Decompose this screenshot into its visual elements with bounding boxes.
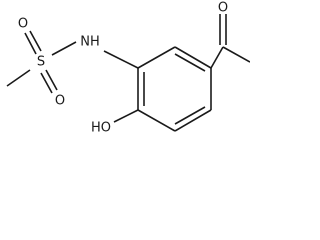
chemical-structure: O S O NH HO O: [6, 1, 250, 136]
bond-sulfur-oxygen-lower-a: [40, 72, 53, 94]
bonds: [6, 14, 250, 132]
bond-ring-nitrogen: [103, 50, 139, 69]
bond-sulfur-oxygen-lower-b: [45, 69, 58, 91]
bond-sulfur-oxygen-upper-b: [29, 30, 42, 52]
ring-bond-c3-c4: [174, 109, 212, 132]
sulfur-label: S: [37, 55, 45, 70]
bond-sulfur-oxygen-upper-a: [24, 32, 37, 55]
oxygen-lower-label: O: [55, 94, 65, 109]
bond-sulfur-methyl: [6, 69, 31, 87]
hydroxyl-label: HO: [91, 121, 111, 136]
ring-bond-c5-c6-inner: [174, 53, 206, 72]
bond-ring-carbonyl: [210, 46, 224, 69]
oxygen-upper-label: O: [18, 17, 28, 32]
bond-ring-hydroxyl: [113, 109, 139, 123]
ring-bond-c3-c4-inner: [174, 106, 206, 125]
carbonyl-oxygen-label: O: [218, 1, 228, 16]
atom-labels: O S O NH HO O: [18, 1, 228, 136]
ring-bond-c2-c3: [137, 109, 176, 132]
bond-nitrogen-sulfur: [51, 41, 77, 56]
amide-nitrogen-label: NH: [80, 35, 100, 50]
bond-carbonyl-methyl: [222, 46, 250, 63]
ring-bond-c6-c1: [137, 46, 176, 69]
ring-bond-c5-c6: [174, 46, 212, 69]
